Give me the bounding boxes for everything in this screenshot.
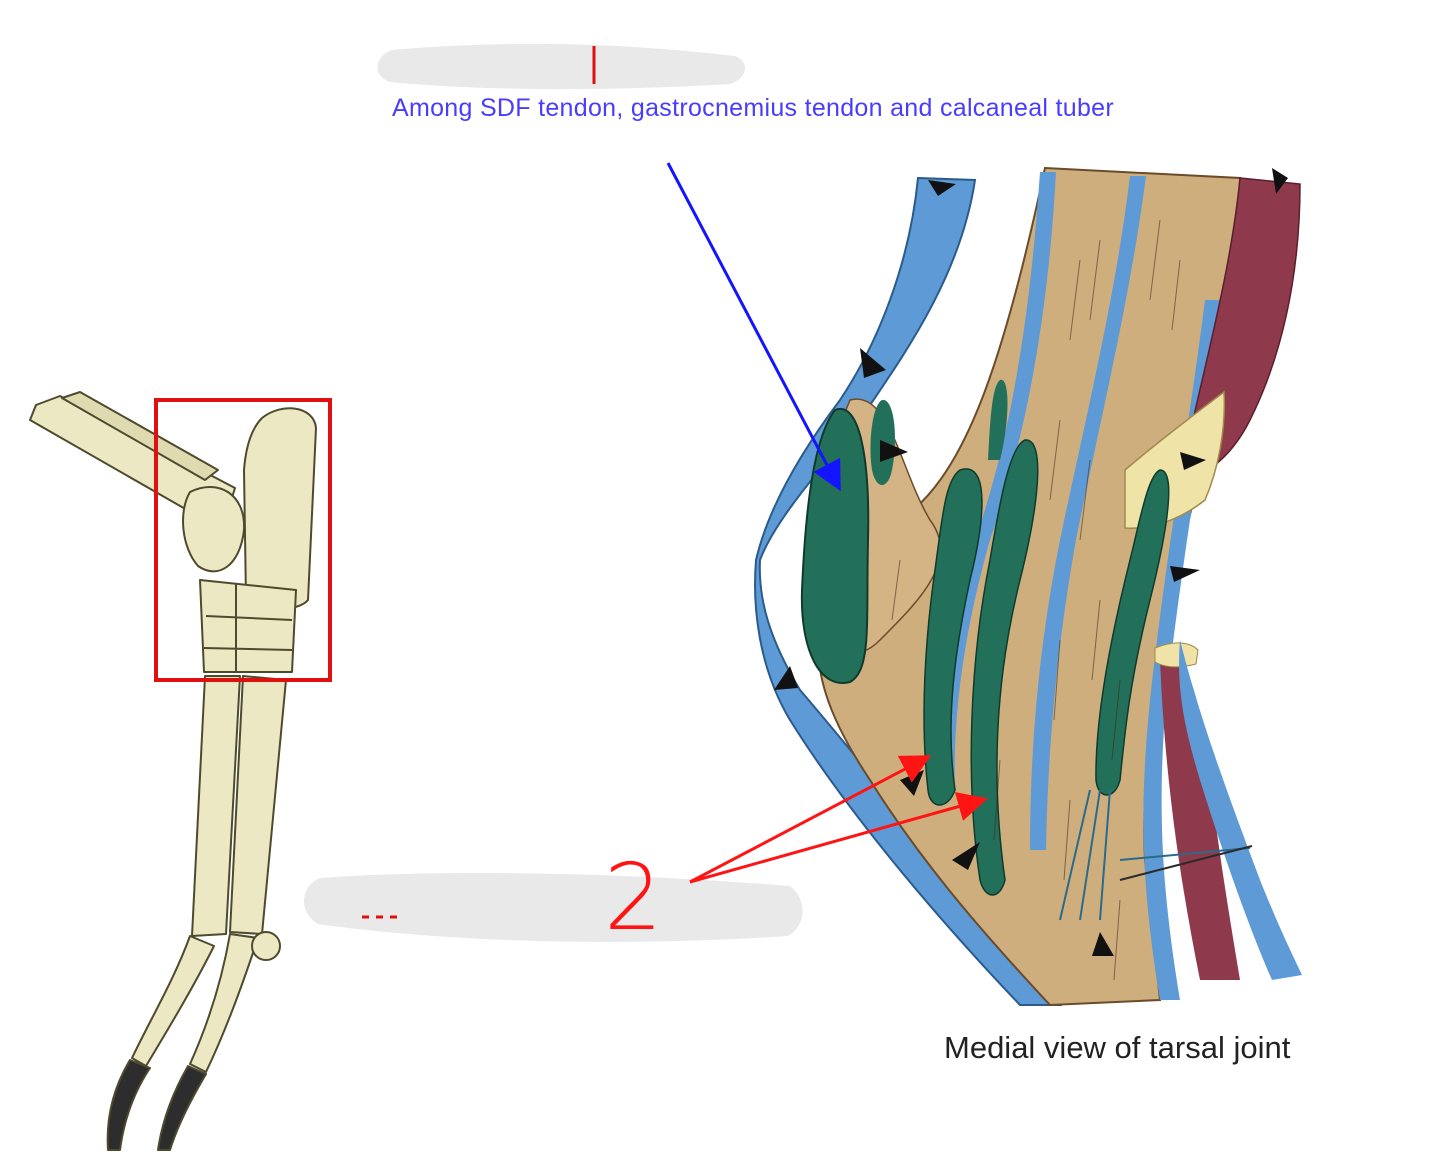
blue-pointer-arrow	[666, 162, 841, 492]
ligament-band-lower	[1154, 642, 1199, 668]
bottom-caption: Medial view of tarsal joint	[944, 1030, 1291, 1065]
label-number: 2	[604, 844, 663, 951]
tarsal-highlight-box	[154, 398, 332, 682]
top-caption: Among SDF tendon, gastrocnemius tendon a…	[392, 94, 1115, 122]
phalanx-bones-2	[189, 933, 259, 1073]
metatarsal-bone-1	[191, 675, 241, 937]
tendon-sheath-blue-left	[939, 172, 1056, 790]
talus-bone	[182, 486, 246, 573]
tendon-fibers	[1059, 789, 1251, 921]
redaction-top	[377, 43, 746, 90]
redaction-bottom	[303, 872, 803, 942]
calcaneus-bone	[243, 407, 317, 610]
tendon-fiber-hatching	[891, 219, 1181, 981]
hindlimb-skeleton-illustration	[29, 391, 317, 1151]
claw-2	[157, 1065, 207, 1151]
muscle-red-lower	[1160, 658, 1240, 980]
tarsal-joint-medial-section-illustration	[754, 166, 1302, 1007]
tendon-sheath-green-1	[923, 468, 983, 806]
red-pointer-arrow-1	[689, 755, 932, 884]
tarsal-bones	[199, 579, 297, 673]
claw-1	[106, 1059, 151, 1151]
tendon-sheath-green-2	[970, 439, 1039, 896]
red-pointer-arrow-2	[689, 792, 988, 884]
tendon-sheath-blue-mid	[1030, 176, 1146, 850]
pointer-arrowheads	[774, 168, 1288, 956]
tendon-sheath-green-4	[988, 379, 1008, 460]
tendon-sheath-green-3	[1095, 469, 1170, 796]
